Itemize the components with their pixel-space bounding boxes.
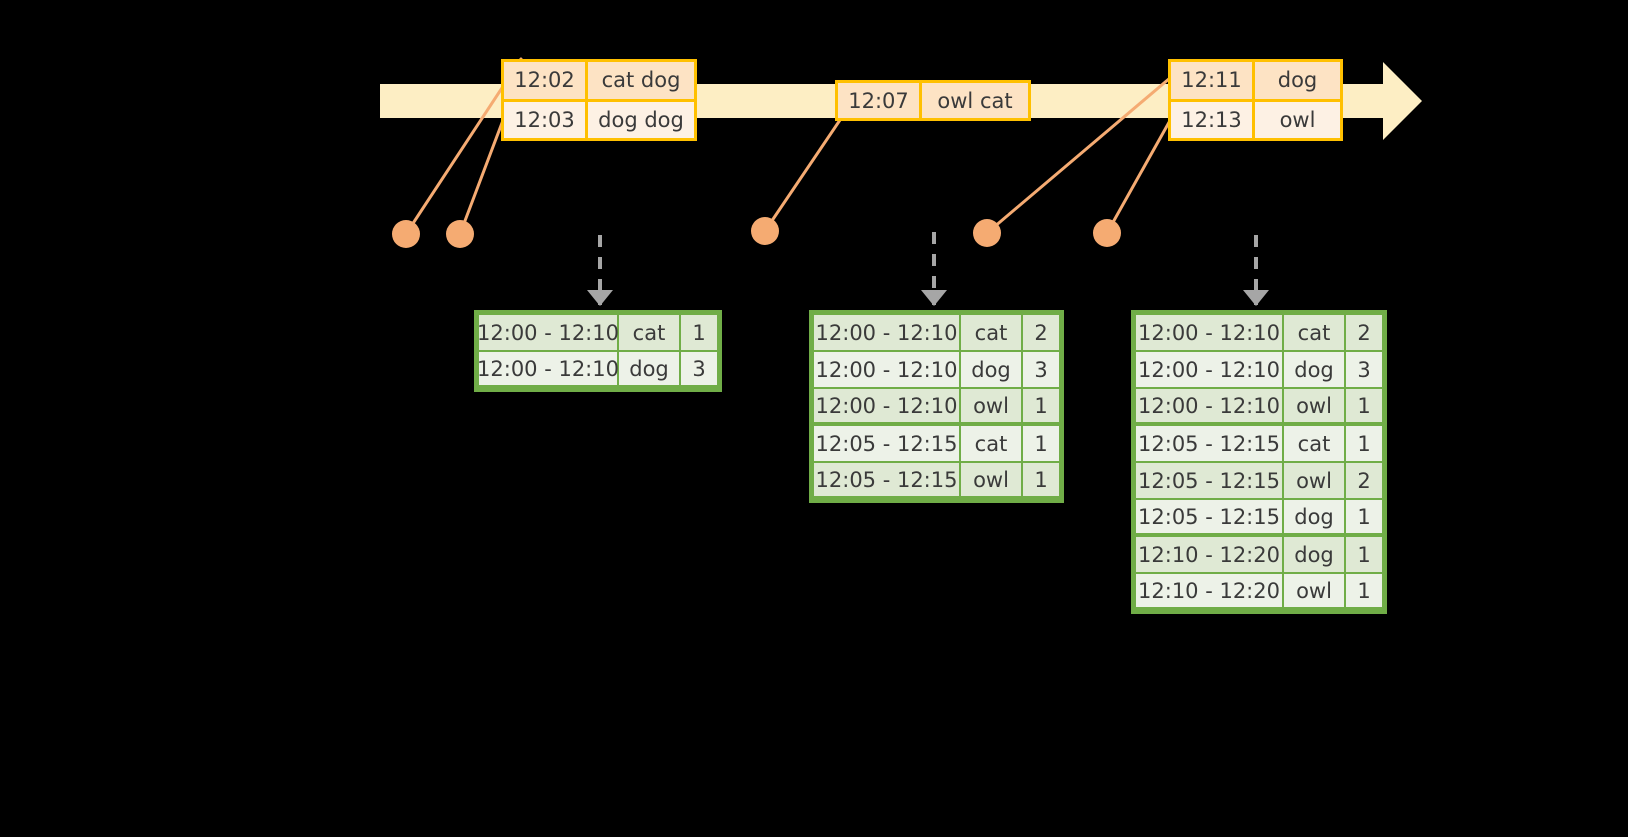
result-count: 1 (1345, 536, 1383, 573)
result-count: 1 (1345, 573, 1383, 610)
arrowhead-icon (1243, 290, 1269, 306)
dashed-line (598, 235, 602, 305)
result-key: dog (1283, 536, 1345, 573)
event-time: 12:03 (504, 101, 588, 138)
event-value: owl cat (922, 83, 1028, 118)
result-window: 12:00 - 12:10 (1135, 388, 1283, 425)
result-count: 2 (1345, 462, 1383, 499)
result-key: dog (1283, 351, 1345, 388)
result-count: 1 (1345, 425, 1383, 462)
event-time: 12:07 (838, 83, 922, 118)
result-count: 3 (680, 351, 718, 388)
result-count: 2 (1022, 314, 1060, 351)
result-window: 12:00 - 12:10 (813, 351, 960, 388)
result-window: 12:05 - 12:15 (813, 425, 960, 462)
stream-dot-4[interactable] (973, 219, 1001, 247)
connector-5 (1105, 115, 1174, 235)
result-count: 2 (1345, 314, 1383, 351)
result-key: owl (1283, 573, 1345, 610)
result-window: 12:05 - 12:15 (1135, 499, 1283, 536)
event-time: 12:11 (1171, 62, 1255, 99)
result-key: cat (618, 314, 680, 351)
arrowhead-icon (587, 290, 613, 306)
result-key: cat (960, 425, 1022, 462)
arrowhead-icon (921, 290, 947, 306)
result-count: 3 (1345, 351, 1383, 388)
result-count: 3 (1022, 351, 1060, 388)
result-count: 1 (680, 314, 718, 351)
result-key: dog (1283, 499, 1345, 536)
result-key: owl (960, 462, 1022, 499)
emit-arrow-1 (587, 235, 613, 306)
result-window: 12:00 - 12:10 (1135, 351, 1283, 388)
event-row[interactable]: 12:07 owl cat (838, 83, 1028, 118)
connector-2 (458, 113, 507, 236)
result-window: 12:00 - 12:10 (477, 314, 619, 351)
result-count: 1 (1022, 425, 1060, 462)
event-value: cat dog (588, 62, 694, 99)
result-window: 12:00 - 12:10 (477, 351, 619, 388)
emit-arrow-3 (1243, 235, 1269, 306)
result-count: 1 (1022, 388, 1060, 425)
stream-dot-5[interactable] (1093, 219, 1121, 247)
result-window: 12:05 - 12:15 (1135, 462, 1283, 499)
stream-dot-2[interactable] (446, 220, 474, 248)
event-row[interactable]: 12:02 cat dog (504, 62, 694, 99)
result-window: 12:05 - 12:15 (813, 462, 960, 499)
event-row[interactable]: 12:11 dog (1171, 62, 1340, 99)
result-window: 12:00 - 12:10 (813, 388, 960, 425)
event-value: dog (1255, 62, 1340, 99)
event-row[interactable]: 12:03 dog dog (504, 98, 694, 138)
emit-arrow-2 (921, 232, 947, 306)
event-group-2[interactable]: 12:07 owl cat (835, 80, 1031, 121)
event-time: 12:02 (504, 62, 588, 99)
result-key: dog (618, 351, 680, 388)
result-count: 1 (1022, 462, 1060, 499)
stream-dot-3[interactable] (751, 217, 779, 245)
result-window: 12:00 - 12:10 (813, 314, 960, 351)
event-time: 12:13 (1171, 101, 1255, 138)
result-window: 12:10 - 12:20 (1135, 536, 1283, 573)
dashed-line (932, 232, 936, 305)
result-key: cat (1283, 425, 1345, 462)
event-value: dog dog (588, 101, 694, 138)
event-group-1[interactable]: 12:02 cat dog 12:03 dog dog (501, 59, 697, 141)
result-count: 1 (1345, 499, 1383, 536)
timeline-arrowhead-icon (1383, 62, 1422, 140)
result-window: 12:00 - 12:10 (1135, 314, 1283, 351)
result-count: 1 (1345, 388, 1383, 425)
event-group-3[interactable]: 12:11 dog 12:13 owl (1168, 59, 1343, 141)
stream-dot-1[interactable] (392, 220, 420, 248)
dashed-line (1254, 235, 1258, 305)
result-window: 12:10 - 12:20 (1135, 573, 1283, 610)
event-value: owl (1255, 101, 1340, 138)
event-row[interactable]: 12:13 owl (1171, 98, 1340, 138)
result-key: owl (1283, 462, 1345, 499)
result-key: owl (960, 388, 1022, 425)
result-window: 12:05 - 12:15 (1135, 425, 1283, 462)
result-key: dog (960, 351, 1022, 388)
result-key: cat (960, 314, 1022, 351)
result-key: cat (1283, 314, 1345, 351)
result-key: owl (1283, 388, 1345, 425)
connector-3 (763, 118, 842, 233)
